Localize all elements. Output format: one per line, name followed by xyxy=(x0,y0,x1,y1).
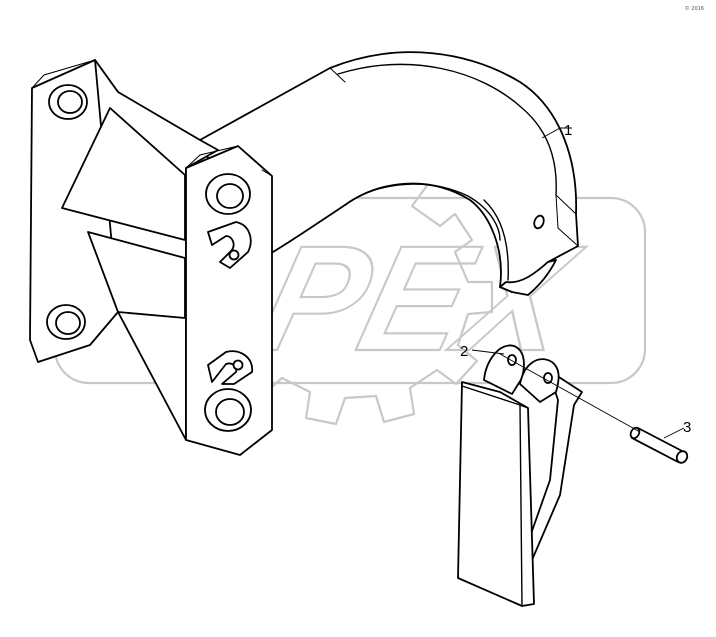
back-plate-edge xyxy=(31,59,96,89)
callout-3-leader xyxy=(663,427,685,439)
ripper-shank-assembly xyxy=(29,51,579,456)
shank-thickness-lines xyxy=(329,67,579,247)
callout-1-leader xyxy=(541,127,572,139)
callout-2-leader xyxy=(471,349,505,355)
copyright-mark: © 2016 xyxy=(684,6,704,12)
point-ear-right xyxy=(519,358,560,403)
callout-3-label: 3 xyxy=(683,419,691,436)
back-plate-upper-bore xyxy=(57,90,83,114)
point-ear-right-hole xyxy=(543,372,553,384)
front-plate-upper-bore xyxy=(216,183,244,209)
lower-clip-hole xyxy=(232,359,244,371)
ripper-point xyxy=(457,344,583,607)
callout-1-label: 1 xyxy=(564,122,572,139)
callout-1: 1 xyxy=(541,122,572,139)
callout-2: 2 xyxy=(460,343,505,360)
front-plate-lower-bore xyxy=(215,398,245,426)
point-blade xyxy=(457,381,535,607)
upper-clip-hole xyxy=(228,249,240,261)
shank-pin-hole xyxy=(533,214,545,230)
point-blade-edge xyxy=(519,404,523,607)
point-back-strap xyxy=(525,369,583,561)
pin-front-end xyxy=(675,450,689,464)
lower-retainer-clip xyxy=(207,350,253,385)
shank-tip-bevel xyxy=(483,199,509,281)
point-ear-left-hole xyxy=(507,354,517,366)
upper-retainer-clip xyxy=(207,221,252,269)
front-plate-edge xyxy=(185,145,273,177)
point-blade-face xyxy=(461,381,529,409)
shank-top-edge xyxy=(337,63,557,196)
back-plate-lower-bore xyxy=(55,311,81,335)
callout-2-label: 2 xyxy=(460,343,468,360)
box-frame-lower xyxy=(87,231,186,319)
retaining-pin xyxy=(629,426,689,464)
shank-inner-edge xyxy=(344,183,501,241)
callout-3: 3 xyxy=(663,419,691,439)
pin-axis-line xyxy=(499,353,641,433)
box-frame-slant xyxy=(61,107,186,241)
shank-tip xyxy=(499,259,557,296)
